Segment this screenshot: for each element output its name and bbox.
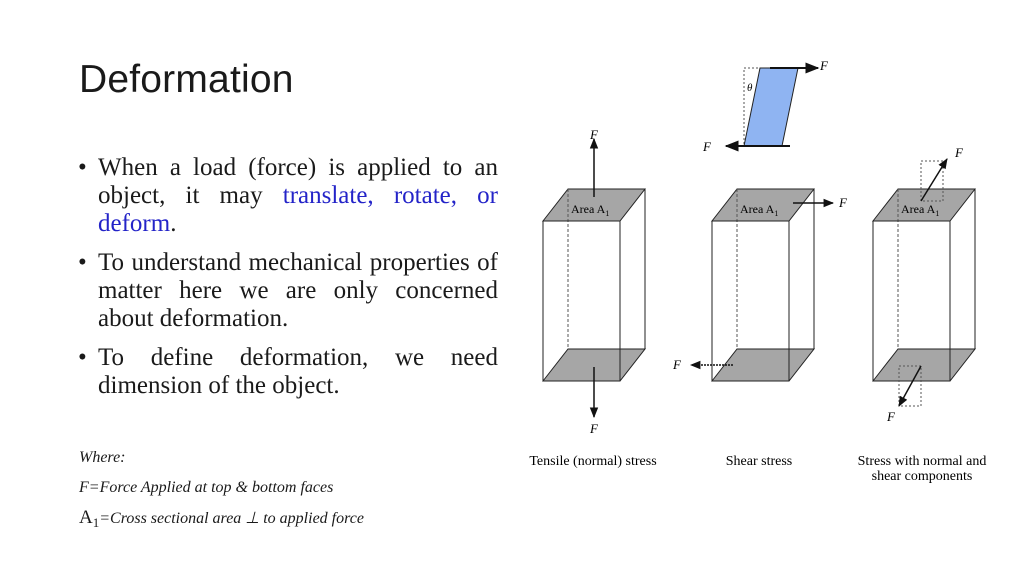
caption-combined-line1: Stress with normal and bbox=[858, 454, 987, 469]
caption-tensile: Tensile (normal) stress bbox=[529, 454, 656, 469]
bullet-1-end: . bbox=[170, 210, 177, 237]
bullet-marker: • bbox=[78, 344, 87, 371]
tensile-stress-diagram: F F Area A1 Tensile (normal) stress bbox=[529, 127, 656, 469]
notes: Where: F=Force Applied at top & bottom f… bbox=[79, 446, 364, 536]
slide-title: Deformation bbox=[79, 58, 294, 101]
force-label: F bbox=[886, 409, 896, 424]
force-label: F bbox=[589, 127, 599, 142]
note-where: Where: bbox=[79, 449, 126, 466]
bullet-item: • To understand mechanical properties of… bbox=[78, 249, 498, 333]
force-label: F bbox=[589, 421, 599, 436]
bullet-text: When a load (force) is applied to an obj… bbox=[98, 154, 498, 238]
force-label: F bbox=[702, 139, 712, 154]
bottom-face bbox=[710, 348, 816, 382]
combined-stress-diagram: F F Area A1 Stress with normal and shear… bbox=[858, 145, 987, 484]
force-components-box bbox=[898, 365, 922, 407]
force-arrow-up-right bbox=[920, 158, 948, 202]
shear-stress-diagram: F F Area A1 Shear stress bbox=[672, 188, 848, 469]
caption-combined-line2: shear components bbox=[872, 469, 973, 484]
theta-label: θ bbox=[747, 82, 753, 94]
force-label: F bbox=[954, 145, 964, 160]
force-label: F bbox=[819, 58, 829, 73]
force-label: F bbox=[672, 357, 682, 372]
bullet-1-text: When a load (force) is applied to an obj… bbox=[98, 154, 498, 209]
area-label: Area A1 bbox=[571, 202, 609, 218]
bullet-marker: • bbox=[78, 249, 87, 276]
note-force: F=Force Applied at top & bottom faces bbox=[79, 479, 334, 496]
stress-figure: θ F F F F Area A1 Tensile (normal) stres… bbox=[529, 58, 987, 484]
bullet-3-text: To define deformation, we need dimension… bbox=[98, 344, 498, 399]
force-arrow-down-left bbox=[898, 365, 922, 407]
area-label: Area A1 bbox=[740, 202, 778, 218]
bullet-2-text: To understand mechanical properties of m… bbox=[98, 249, 498, 332]
force-label: F bbox=[838, 195, 848, 210]
force-components-box bbox=[920, 160, 944, 202]
caption-shear: Shear stress bbox=[726, 454, 793, 469]
bottom-face bbox=[871, 348, 977, 382]
bullet-marker: • bbox=[78, 154, 87, 181]
shear-deformation-diagram: θ F F bbox=[702, 58, 829, 154]
area-subscript: 1 bbox=[92, 515, 100, 531]
area-definition: =Cross sectional area ⊥ to applied force bbox=[99, 510, 364, 527]
bullet-item: • When a load (force) is applied to an o… bbox=[78, 154, 498, 238]
bullet-list: • When a load (force) is applied to an o… bbox=[78, 154, 498, 411]
area-label: Area A1 bbox=[901, 202, 939, 218]
sheared-block bbox=[743, 67, 799, 147]
area-symbol: A bbox=[79, 507, 93, 528]
bullet-item: • To define deformation, we need dimensi… bbox=[78, 344, 498, 400]
bullet-1-highlight: translate, rotate, or deform bbox=[98, 182, 498, 237]
note-area: A1=Cross sectional area ⊥ to applied for… bbox=[79, 506, 364, 536]
